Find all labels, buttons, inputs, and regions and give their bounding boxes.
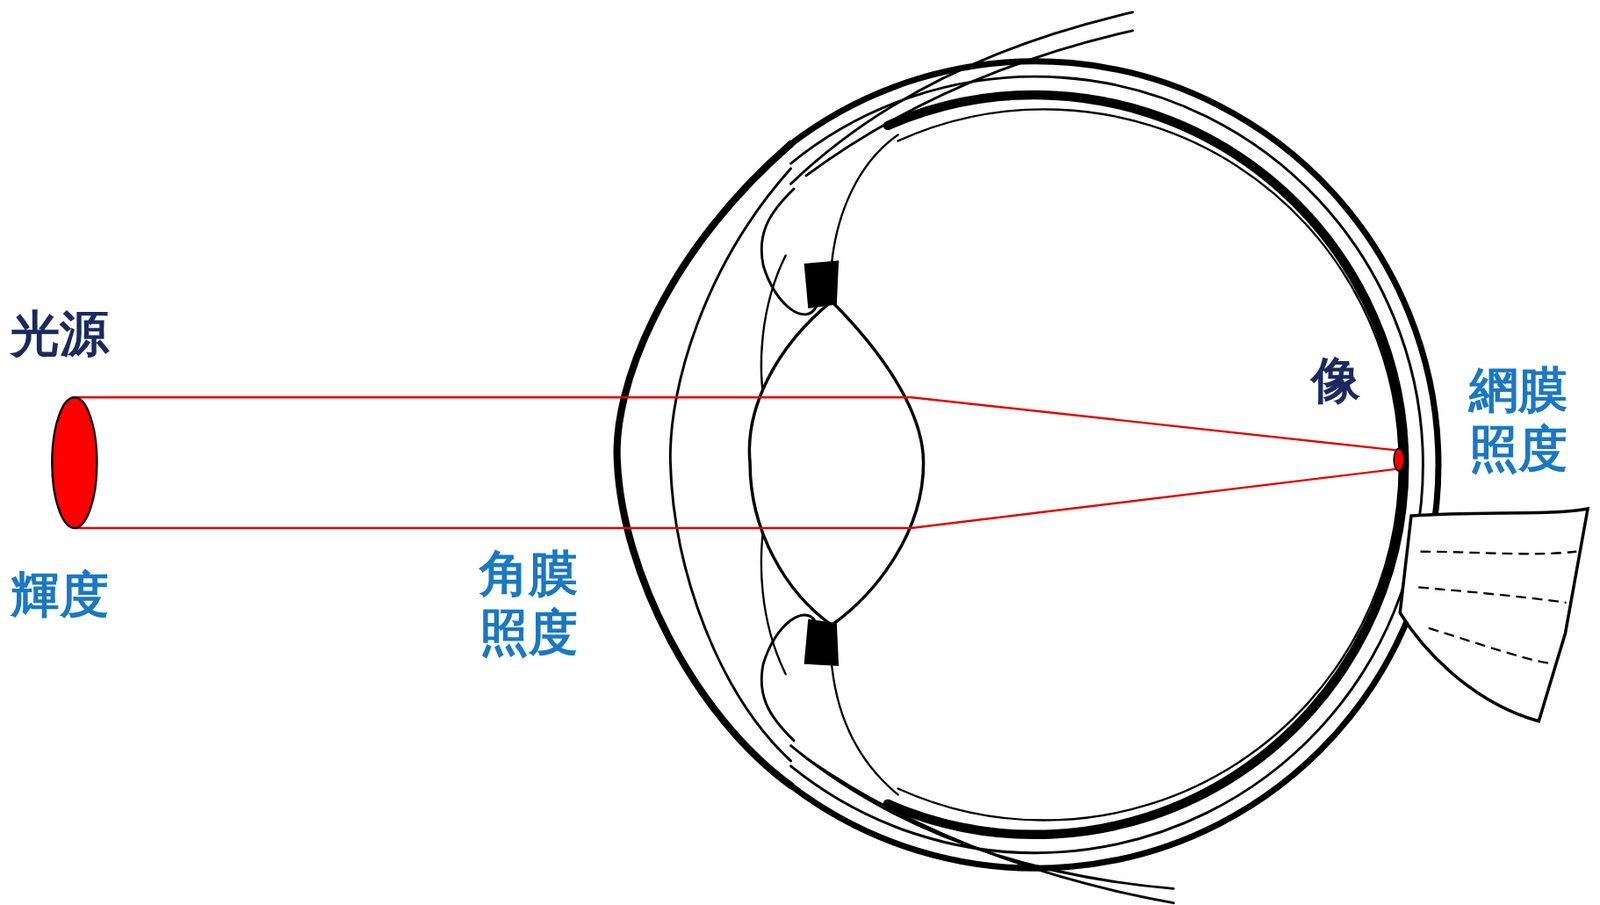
light-source: [51, 396, 97, 528]
light-ray: [74, 468, 1399, 528]
luminance-label: 輝度: [10, 564, 109, 624]
retina: [898, 108, 1400, 820]
ciliary-body: [804, 259, 840, 309]
optic-nerve: [1399, 508, 1588, 721]
light-ray: [74, 396, 1399, 450]
cornea-illuminance-label: 角膜 照度: [479, 543, 593, 662]
ciliary-body: [804, 618, 840, 665]
lens: [749, 301, 923, 626]
choroid: [887, 94, 1405, 835]
nerve-fiber: [1428, 627, 1554, 664]
nerve-fiber: [1419, 551, 1577, 555]
zonule: [831, 134, 899, 263]
retina-illuminance-label: 網膜 照度: [1469, 360, 1583, 478]
image-label: 像: [1311, 350, 1361, 410]
retinal-image: [1393, 447, 1405, 471]
nerve-fiber: [1418, 586, 1566, 602]
source-label: 光源: [10, 303, 109, 363]
zonule: [831, 663, 899, 795]
